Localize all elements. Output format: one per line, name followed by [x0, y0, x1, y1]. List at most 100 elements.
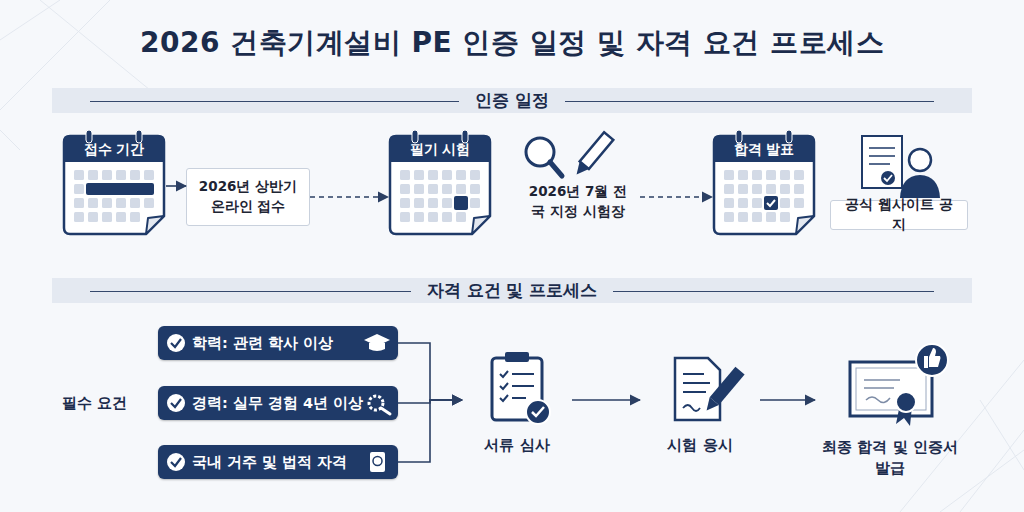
node-text: 학력: 관련 학사 이상	[192, 334, 333, 353]
thumbs-up-badge	[916, 344, 948, 376]
calendar-cell	[752, 198, 762, 208]
date-mark	[764, 196, 778, 210]
date-mark	[454, 196, 468, 210]
check-mark	[171, 458, 181, 466]
calendar-cell	[414, 184, 424, 194]
clipboard-lines	[500, 371, 534, 401]
clipboard-clip	[505, 352, 529, 362]
flow-arrow	[640, 196, 712, 198]
section-band: 인증 일정	[52, 88, 972, 113]
calendar-cell	[470, 184, 480, 194]
pencil-icon	[572, 132, 613, 178]
calendar-cell	[724, 198, 734, 208]
thumbs-up-icon	[924, 348, 941, 368]
pen-icon	[702, 367, 745, 415]
requirement-pill: 학력: 관련 학사 이상	[158, 326, 398, 360]
calendar-cell	[794, 184, 804, 194]
person-body	[900, 175, 940, 198]
flow-arrow	[398, 343, 462, 400]
node-text: 공식 웹사이트 공지	[839, 195, 959, 234]
pen-body	[710, 367, 745, 405]
certificate-lines	[864, 380, 900, 403]
page-curl	[146, 216, 164, 234]
info-box: 2026년 상반기 온라인 접수	[186, 168, 310, 226]
calendar-cell	[428, 212, 438, 222]
calendar-cell	[428, 184, 438, 194]
node-text: 서류 심사	[484, 435, 549, 457]
calendar-node: 필기 시험	[388, 130, 492, 236]
ribbon-seal	[896, 392, 916, 412]
calendar-cell	[428, 198, 438, 208]
process-step: 최종 합격 및 인증서 발급	[815, 335, 965, 480]
background-lines	[0, 0, 150, 150]
calendar-cell	[780, 212, 790, 222]
process-step: 서류 심사	[462, 345, 572, 457]
page-curl	[796, 216, 814, 234]
calendar-cell	[738, 212, 748, 222]
graduation-cap-base	[369, 343, 385, 351]
node-text: 접수 기간	[62, 136, 166, 162]
calendar-cell	[442, 184, 452, 194]
calendar-cell	[724, 184, 734, 194]
process-step: 시험 응시	[640, 345, 760, 457]
calendar-cell	[144, 170, 154, 180]
flow-arrow	[166, 185, 186, 187]
calendar-cell	[780, 170, 790, 180]
calendar-cell	[74, 170, 84, 180]
calendar-cell	[414, 198, 424, 208]
calendar-cell	[766, 212, 776, 222]
gear-icon	[369, 396, 383, 410]
calendar-cell	[400, 184, 410, 194]
check-badge	[881, 171, 895, 185]
calendar-cell	[766, 170, 776, 180]
info-text-box: 2026년 7월 전국 지정 시험장	[516, 178, 640, 226]
calendar-cell	[130, 212, 140, 222]
calendar-cell	[442, 212, 452, 222]
node-text: 합격 발표	[712, 136, 816, 162]
document-lines	[869, 148, 895, 164]
wrench-icon	[381, 408, 390, 414]
passport-icon	[370, 452, 385, 472]
group-label: 필수 요건	[62, 394, 127, 413]
flow-arrow	[760, 399, 815, 401]
check-circle	[167, 453, 185, 471]
check-badge	[526, 400, 550, 424]
calendar-cell	[738, 198, 748, 208]
calendar-cell	[130, 170, 140, 180]
calendar-cell	[144, 212, 154, 222]
check-mark	[532, 407, 544, 416]
pen-tip	[702, 397, 719, 414]
diagram-title: 2026 건축기계설비 PE 인증 일정 및 자격 요건 프로세스	[0, 24, 1024, 62]
calendar-cell	[88, 198, 98, 208]
node-text: 경력: 실무 경험 4년 이상	[192, 394, 363, 413]
calendar-cell	[456, 170, 466, 180]
calendar-cell	[794, 212, 804, 222]
calendar-cell	[456, 184, 466, 194]
document-icon	[675, 358, 720, 420]
calendar-cell	[116, 198, 126, 208]
graduation-cap-icon	[364, 334, 390, 346]
calendar-cell	[794, 170, 804, 180]
calendar-cell	[724, 170, 734, 180]
check-circle	[167, 394, 185, 412]
node-text: 인증 일정	[459, 89, 565, 112]
node-text: 최종 합격 및 인증서 발급	[815, 437, 965, 481]
info-box: 공식 웹사이트 공지	[830, 200, 968, 230]
calendar-node: 합격 발표	[712, 130, 816, 236]
check-mark	[171, 339, 181, 347]
document-lines	[683, 374, 710, 411]
calendar-cell	[428, 170, 438, 180]
title-area: 2026 건축기계설비 PE 인증 일정 및 자격 요건 프로세스	[0, 24, 1024, 62]
calendar-cell	[144, 198, 154, 208]
calendar-cell	[102, 198, 112, 208]
calendar-cell	[470, 170, 480, 180]
magnifier-handle	[550, 162, 562, 176]
calendar-cell	[470, 198, 480, 208]
calendar-cell	[724, 212, 734, 222]
calendar-cell	[738, 184, 748, 194]
calendar-cell	[400, 170, 410, 180]
